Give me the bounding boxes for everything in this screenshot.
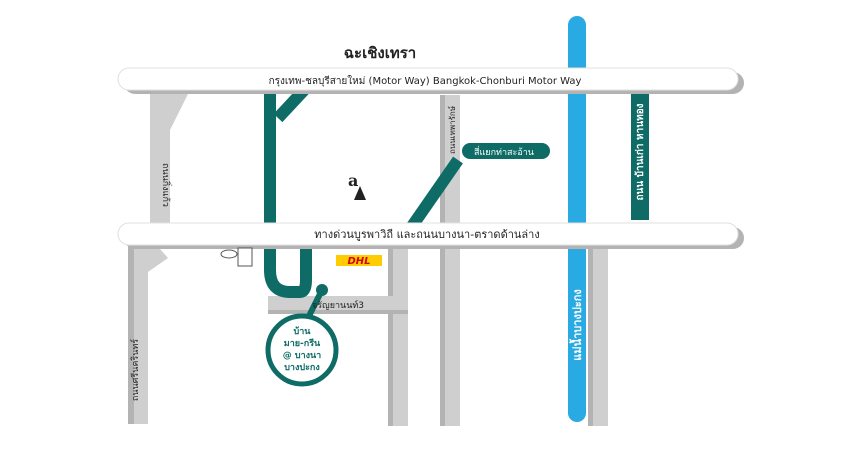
srinakarin-label: ถนนศรีนครินทร์ xyxy=(129,339,141,401)
destination-line-1: บ้าน xyxy=(294,326,312,337)
road-center-1-shadow xyxy=(388,240,393,426)
motorway-label: กรุงเทพ-ชลบุรีสายใหม่ (Motor Way) Bangko… xyxy=(269,75,582,87)
destination-marker xyxy=(265,284,339,387)
destination-line-4: บางปะกง xyxy=(284,362,320,373)
expressway-label: ทางด่วนบูรพาวิถี และถนนบางนา-ตราดด้านล่า… xyxy=(314,228,539,241)
motorway-bar xyxy=(117,67,744,94)
brand-mark-a: a xyxy=(348,171,358,190)
destination-line-2: มาย-กรีน xyxy=(284,338,321,349)
kingkaew-diagonal xyxy=(150,85,190,130)
old-road xyxy=(631,82,649,220)
samyaek-label: สี่แยกท่าสะอ้าน xyxy=(474,145,534,158)
river-bang-pakong xyxy=(568,16,586,422)
destination-line-3: @ บางนา xyxy=(283,351,322,361)
chanyanakhon-road-shadow xyxy=(268,310,408,314)
left-vertical-shadow xyxy=(128,240,134,424)
teal-diagonal-center xyxy=(403,156,463,236)
old-road-label: ถนน บ้านเก่า หานทอง xyxy=(634,103,646,200)
destination-circle xyxy=(265,313,339,387)
destination-text: บ้าน มาย-กรีน @ บางนา บางปะกง xyxy=(283,326,322,373)
road-right-shadow xyxy=(588,240,593,426)
river-label: แม่น้ำบางปะกง xyxy=(569,289,584,361)
teal-roads xyxy=(264,82,649,298)
dhl-label: DHL xyxy=(347,256,370,267)
expressway-bar xyxy=(117,222,744,249)
thepharak-label: ถนนเทพารักษ์ xyxy=(447,106,457,154)
chanyanakhon-road xyxy=(268,296,408,314)
chanyanakhon-label: จรัญยานนท์3 xyxy=(312,299,364,311)
road-center-2-shadow xyxy=(440,95,445,426)
small-logos xyxy=(220,247,253,267)
brand-mark-logo: a xyxy=(346,171,366,201)
map-labels: ฉะเชิงเทรา กรุงเทพ-ชลบุรีสายใหม่ (Motor … xyxy=(129,44,646,401)
teal-loop-road xyxy=(264,88,312,298)
samyaek-road xyxy=(462,143,550,159)
top-title: ฉะเชิงเทรา xyxy=(344,44,416,62)
kingkaew-label: ถนนกิ่งแก้ว xyxy=(160,163,173,207)
dhl-logo: DHL xyxy=(336,255,382,267)
